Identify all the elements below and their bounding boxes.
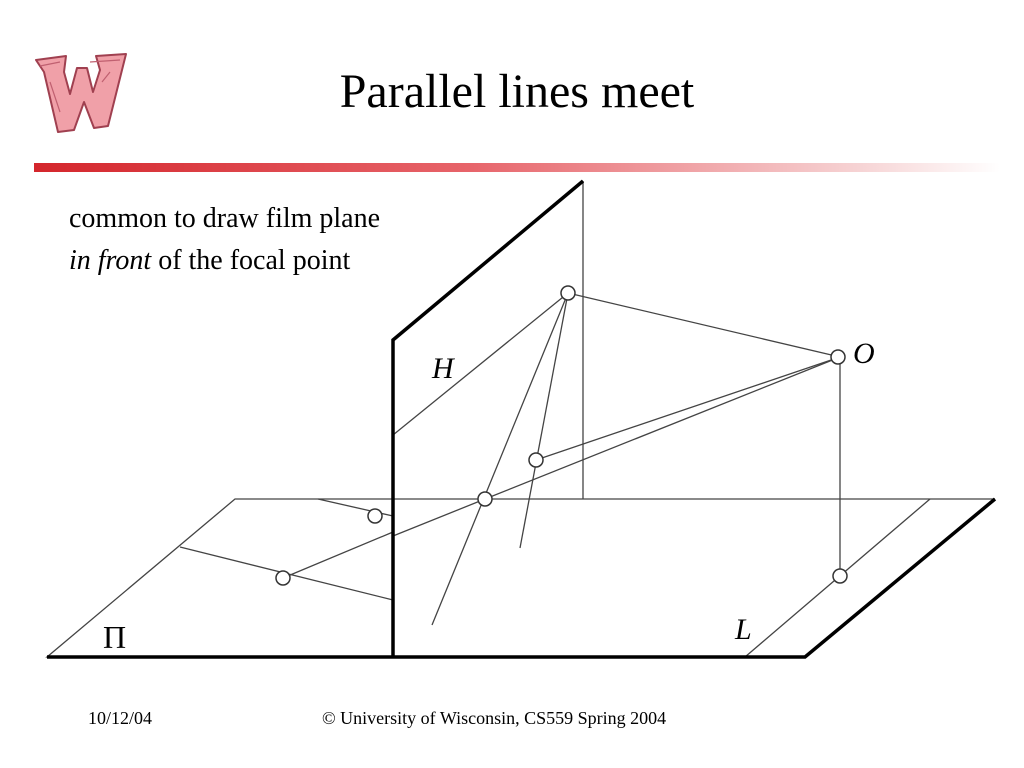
footer-date: 10/12/04	[88, 708, 153, 728]
label-focal-point: O	[853, 337, 875, 370]
image-plane-near-edge	[391, 179, 585, 657]
ground-plane-edge	[45, 498, 393, 658]
title-divider	[34, 163, 1000, 172]
slide-title: Parallel lines meet	[339, 65, 695, 118]
projection-line	[431, 292, 569, 626]
ground-plane-near-edge	[47, 497, 997, 659]
ground-point	[275, 570, 291, 586]
image-point	[528, 452, 544, 468]
label-ground-plane: Π	[103, 619, 126, 655]
image-point	[477, 491, 493, 507]
projection-line	[567, 292, 841, 358]
subtitle-line-2: in front of the focal point	[69, 240, 380, 282]
label-ground-line: L	[734, 613, 752, 646]
ground-plane-line	[282, 531, 394, 579]
focal-point	[830, 349, 846, 365]
vanishing-point	[560, 285, 576, 301]
ground-line-point	[832, 568, 848, 584]
ground-point	[367, 508, 383, 524]
horizon-line	[392, 292, 569, 436]
ray-line	[484, 356, 841, 500]
projection-line	[519, 292, 569, 549]
subtitle-emphasis: in front	[69, 245, 152, 276]
ray-line	[535, 356, 841, 461]
label-image-plane: H	[431, 352, 456, 385]
subtitle-line-1: common to draw film plane	[69, 203, 381, 234]
footer-copyright: © University of Wisconsin, CS559 Spring …	[322, 708, 667, 728]
image-plane-ray	[392, 498, 486, 537]
university-logo	[35, 53, 127, 133]
slide-subtitle: common to draw film plane in front of th…	[69, 198, 380, 282]
subtitle-rest: of the focal point	[151, 245, 351, 276]
